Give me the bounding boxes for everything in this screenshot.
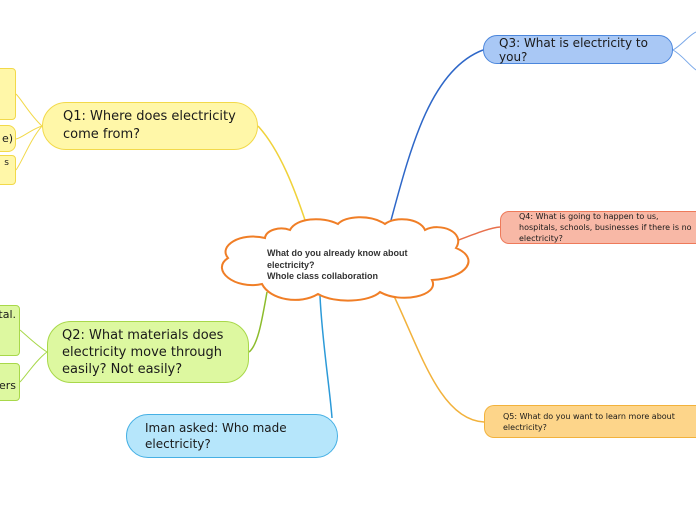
branch-q1-label: Q1: Where does electricity come from? [63,109,236,142]
branch-q2-label: Q2: What materials does electricity move… [62,327,224,377]
branch-q4-label: Q4: What is going to happen to us, hospi… [519,212,692,243]
q2-subtopic-1[interactable]: tal. [0,305,20,356]
branch-q5-label: Q5: What do you want to learn more about… [503,411,675,432]
branch-iman-question[interactable]: Iman asked: Who made electricity? [126,414,338,458]
q1-subtopic-3[interactable]: s [0,155,16,185]
q1-subtopic-2[interactable]: e) [0,125,16,152]
branch-q4[interactable]: Q4: What is going to happen to us, hospi… [500,211,696,244]
branch-q3-label: Q3: What is electricity to you? [499,35,648,64]
branch-q5[interactable]: Q5: What do you want to learn more about… [484,405,696,438]
branch-q2[interactable]: Q2: What materials does electricity move… [47,321,249,383]
central-topic[interactable]: What do you already know about electrici… [267,248,408,281]
central-cloud-shape [221,216,470,302]
branch-iman-label: Iman asked: Who made electricity? [145,421,287,451]
branch-q1[interactable]: Q1: Where does electricity come from? [42,102,258,150]
q2-subtopic-2[interactable]: ers [0,363,20,401]
branch-q3[interactable]: Q3: What is electricity to you? [483,35,673,64]
q1-subtopic-1[interactable] [0,68,16,120]
